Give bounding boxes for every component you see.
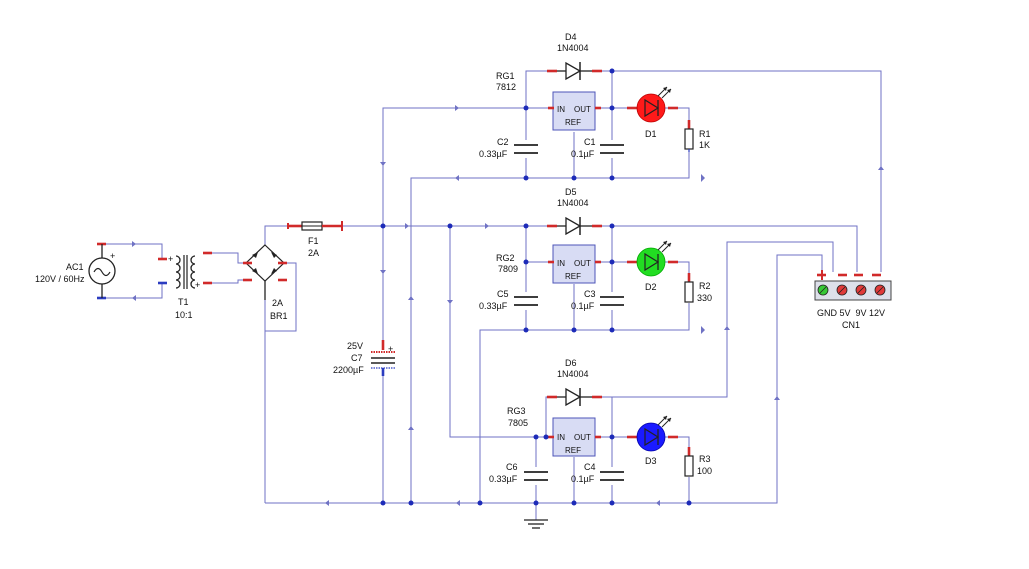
ac1-value: 120V / 60Hz	[35, 274, 85, 284]
t1-ref: T1	[178, 297, 189, 307]
regulator-rg3[interactable]: IN OUT REF	[548, 417, 601, 457]
rg2-ref-label: REF	[565, 272, 581, 281]
br1-value: 2A	[272, 298, 283, 308]
direction-arrows	[132, 105, 884, 506]
regulator-rg1[interactable]: IN OUT REF	[548, 91, 601, 131]
c5-value: 0.33µF	[479, 301, 508, 311]
rg2-ref: RG2	[496, 253, 515, 263]
ground-symbol	[524, 519, 548, 529]
capacitor-c4[interactable]	[600, 471, 624, 481]
rg1-out-label: OUT	[574, 105, 591, 114]
d4-value: 1N4004	[557, 43, 589, 53]
rg3-ref-label: REF	[565, 446, 581, 455]
r1-ref: R1	[699, 129, 711, 139]
diode-d5[interactable]	[547, 216, 602, 236]
led-d1[interactable]	[627, 86, 678, 123]
c2-value: 0.33µF	[479, 149, 508, 159]
r2-value: 330	[697, 293, 712, 303]
connector-cn1[interactable]	[814, 270, 892, 301]
capacitor-c6[interactable]	[524, 471, 548, 481]
rg1-ref: RG1	[496, 71, 515, 81]
c3-ref: C3	[584, 289, 596, 299]
resistor-r1[interactable]	[684, 120, 694, 152]
junctions	[380, 68, 692, 506]
rg1-ref-label: REF	[565, 118, 581, 127]
regulator-rg2[interactable]: IN OUT REF	[548, 244, 601, 284]
c1-value: 0.1µF	[571, 149, 595, 159]
d3-ref: D3	[645, 456, 657, 466]
br1-ref: BR1	[270, 311, 288, 321]
ac-source[interactable]: +	[88, 242, 116, 300]
r3-value: 100	[697, 466, 712, 476]
d4-ref: D4	[565, 32, 577, 42]
rg3-out-label: OUT	[574, 433, 591, 442]
t1-sec-plus: +	[195, 280, 200, 290]
c7-ref: C7	[351, 353, 363, 363]
rg2-value: 7809	[498, 264, 518, 274]
rg1-in-label: IN	[557, 105, 565, 114]
r2-ref: R2	[699, 281, 711, 291]
bridge-rectifier-br1[interactable]	[243, 244, 287, 300]
c6-value: 0.33µF	[489, 474, 518, 484]
r1-value: 1K	[699, 140, 710, 150]
resistor-r3[interactable]	[684, 447, 694, 477]
f1-ref: F1	[308, 236, 319, 246]
fuse-f1[interactable]	[287, 221, 343, 231]
c3-value: 0.1µF	[571, 301, 595, 311]
rg1-value: 7812	[496, 82, 516, 92]
t1-value: 10:1	[175, 310, 193, 320]
rg3-in-label: IN	[557, 433, 565, 442]
t1-pri-plus: +	[168, 254, 173, 264]
capacitor-c2[interactable]	[514, 144, 538, 154]
c7-value: 2200µF	[333, 365, 364, 375]
d6-ref: D6	[565, 358, 577, 368]
capacitor-c5[interactable]	[514, 296, 538, 306]
f1-value: 2A	[308, 248, 319, 258]
r3-ref: R3	[699, 454, 711, 464]
rg2-in-label: IN	[557, 259, 565, 268]
c1-ref: C1	[584, 137, 596, 147]
c4-value: 0.1µF	[571, 474, 595, 484]
led-d2[interactable]	[627, 240, 678, 277]
ac-source-plus: +	[110, 251, 115, 261]
transformer-t1[interactable]: + +	[158, 251, 212, 290]
diode-d4[interactable]	[547, 61, 602, 81]
d2-ref: D2	[645, 282, 657, 292]
d5-value: 1N4004	[557, 198, 589, 208]
cn1-ref: CN1	[842, 320, 860, 330]
rg2-out-label: OUT	[574, 259, 591, 268]
c6-ref: C6	[506, 462, 518, 472]
wires	[102, 70, 882, 520]
capacitor-c7[interactable]: +	[371, 340, 395, 376]
d1-ref: D1	[645, 129, 657, 139]
c7-voltage: 25V	[347, 341, 363, 351]
d5-ref: D5	[565, 187, 577, 197]
capacitor-c1[interactable]	[600, 144, 624, 154]
c7-plus: +	[388, 344, 393, 354]
c5-ref: C5	[497, 289, 509, 299]
c4-ref: C4	[584, 462, 596, 472]
diode-d6[interactable]	[547, 387, 602, 407]
rg3-value: 7805	[508, 418, 528, 428]
rg3-ref: RG3	[507, 406, 526, 416]
led-d3[interactable]	[627, 415, 678, 452]
cn1-pin-labels: GND 5V 9V 12V	[817, 308, 885, 318]
c2-ref: C2	[497, 137, 509, 147]
resistor-r2[interactable]	[684, 273, 694, 303]
d6-value: 1N4004	[557, 369, 589, 379]
capacitor-c3[interactable]	[600, 296, 624, 306]
ac1-ref: AC1	[66, 262, 84, 272]
